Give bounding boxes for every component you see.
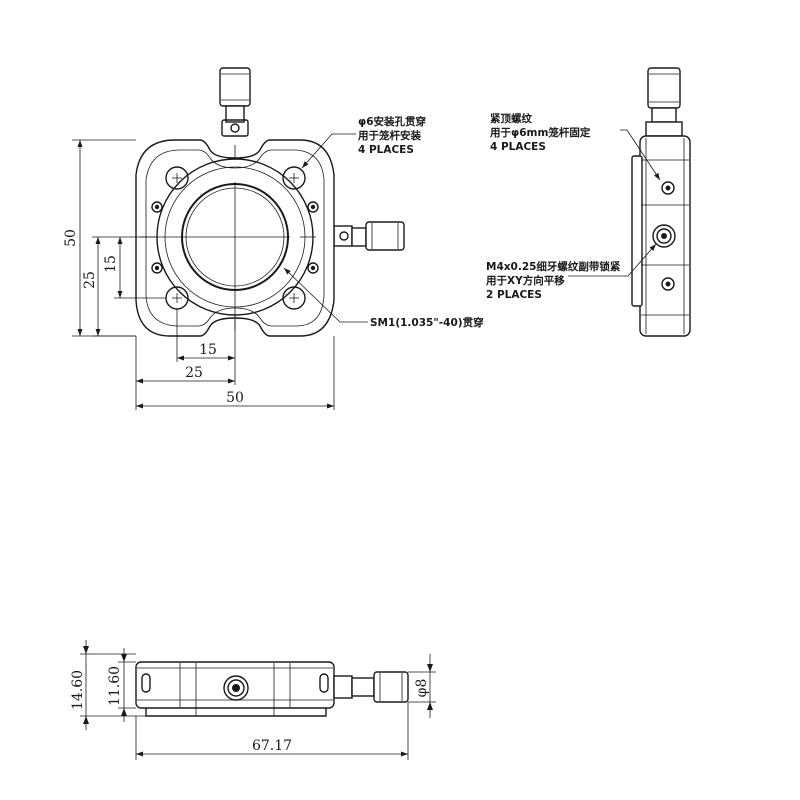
front-view: 50 25 15 15 25 50 φ6安装孔贯穿 用于笼杆安装 4 PLACE… bbox=[63, 67, 484, 410]
note-set-screw-line3: 4 PLACES bbox=[490, 141, 546, 153]
note-adjust-line1: M4x0.25细牙螺纹副带锁紧 bbox=[486, 260, 621, 273]
note-sm1-thread: SM1(1.035"-40)贯穿 bbox=[370, 316, 484, 329]
top-center-screw-icon bbox=[223, 675, 249, 701]
dim-front-height-center: 25 bbox=[82, 271, 98, 289]
dim-front-height-total: 50 bbox=[63, 229, 79, 247]
adjust-screw-icon bbox=[652, 224, 676, 248]
top-knob bbox=[219, 67, 251, 137]
mount-hole-tr bbox=[282, 166, 306, 190]
note-set-screw-line1: 紧顶螺纹 bbox=[490, 112, 532, 125]
note-mount-holes-line3: 4 PLACES bbox=[358, 144, 414, 156]
top-side-knob bbox=[333, 671, 409, 703]
mount-hole-tl bbox=[165, 166, 189, 190]
note-adjust-line3: 2 PLACES bbox=[486, 289, 542, 301]
right-knob bbox=[333, 221, 405, 251]
note-mount-holes-line2: 用于笼杆安装 bbox=[357, 129, 421, 142]
dim-front-width-hole: 15 bbox=[199, 342, 217, 358]
mount-hole-br bbox=[282, 286, 306, 310]
dim-front-width-center: 25 bbox=[185, 365, 203, 381]
dim-top-knob-dia: φ8 bbox=[414, 679, 430, 698]
set-screw-icon-top bbox=[661, 181, 675, 195]
dim-top-height-body: 11.60 bbox=[107, 666, 123, 706]
note-mount-holes-line1: φ6安装孔贯穿 bbox=[358, 115, 426, 128]
note-adjust-line2: 用于XY方向平移 bbox=[485, 274, 565, 287]
note-set-screw-line2: 用于φ6mm笼杆固定 bbox=[489, 126, 591, 139]
dim-top-height-total: 14.60 bbox=[70, 670, 86, 710]
front-inner-outline bbox=[145, 149, 325, 327]
set-screw-icon-bottom bbox=[661, 277, 675, 291]
dim-front-width-total: 50 bbox=[226, 390, 244, 406]
dim-front-height-hole: 15 bbox=[103, 255, 119, 273]
dim-top-length: 67.17 bbox=[252, 738, 292, 754]
side-view: 紧顶螺纹 用于φ6mm笼杆固定 4 PLACES M4x0.25细牙螺纹副带锁紧… bbox=[485, 67, 691, 337]
top-view: 14.60 11.60 φ8 67.17 bbox=[70, 640, 436, 760]
side-top-knob bbox=[645, 67, 683, 137]
small-screw-icons bbox=[151, 201, 319, 274]
